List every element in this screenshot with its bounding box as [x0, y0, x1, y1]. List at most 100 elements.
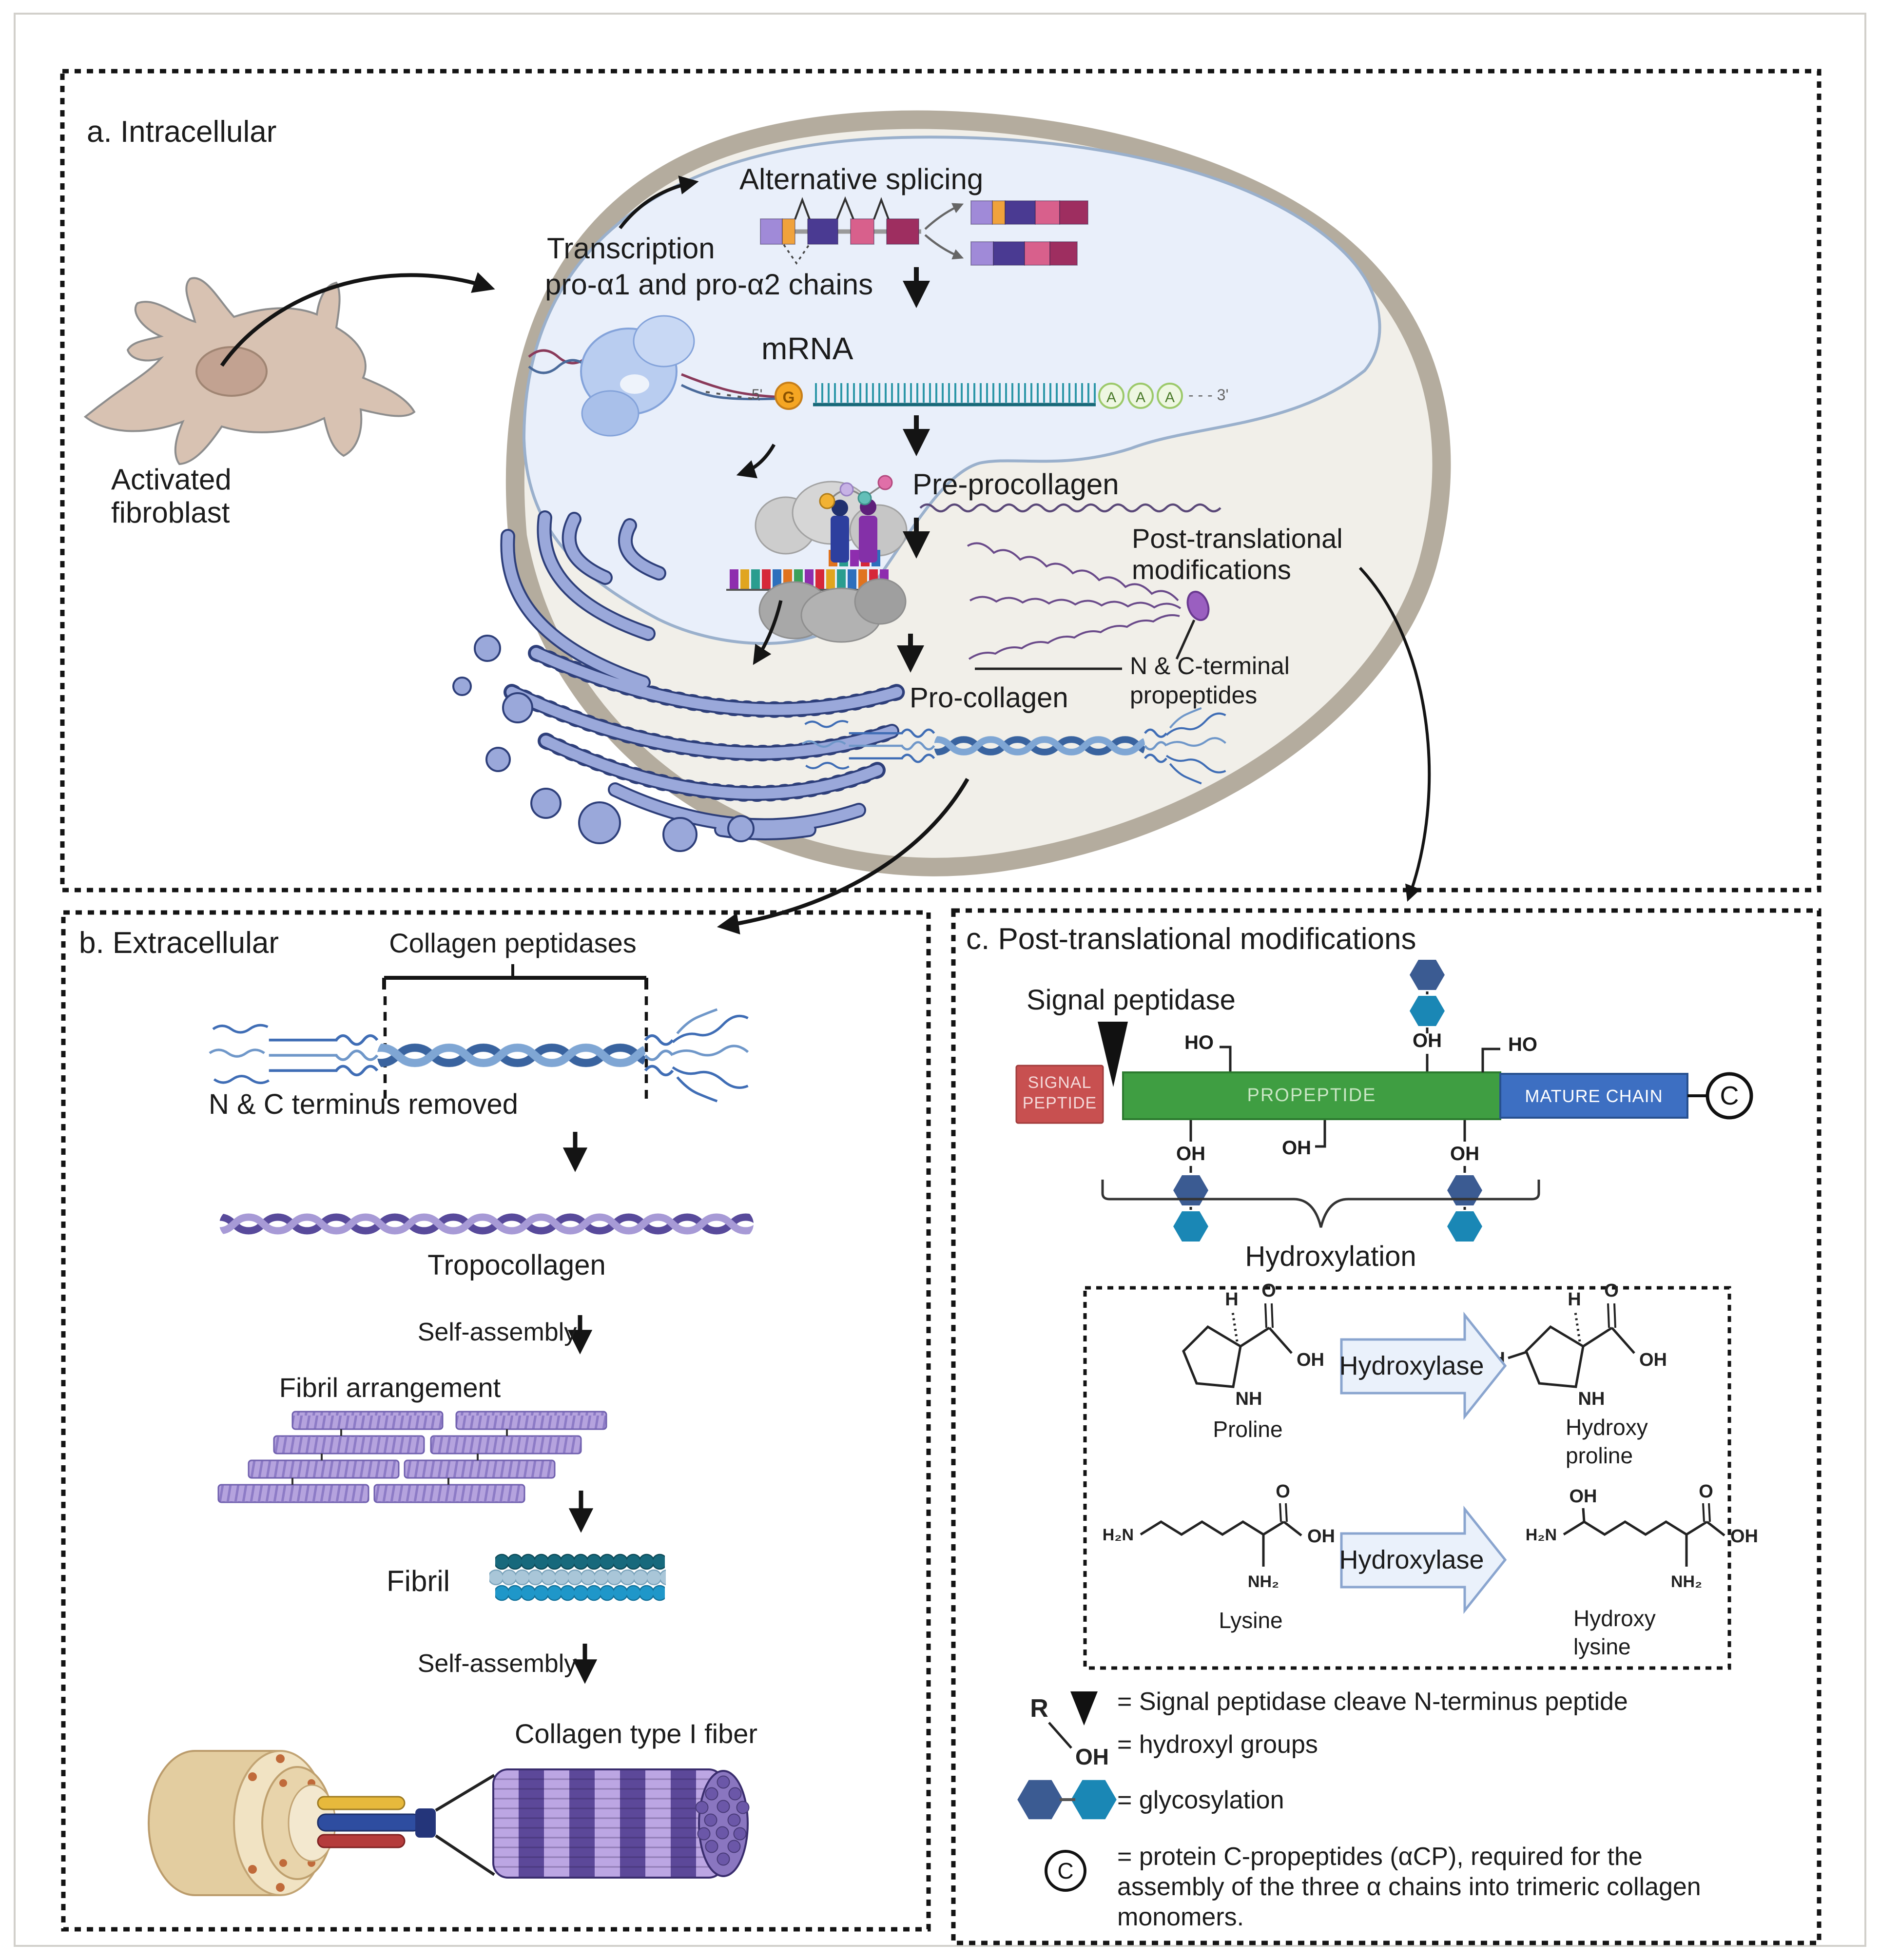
legend-c-letter: C [1057, 1858, 1073, 1883]
spliced-variant-2 [970, 241, 1078, 266]
atom-h2n: H₂N [1103, 1526, 1134, 1544]
spliced-variant-1 [970, 200, 1088, 225]
trna-blue [831, 516, 849, 563]
signal-peptide-text-line1: SIGNAL [1027, 1073, 1092, 1092]
mrna-graphic [775, 382, 1183, 410]
five-prime-cap [775, 382, 803, 410]
poly-a-letter-2: A [1136, 389, 1145, 406]
atom-nh2: NH₂ [1248, 1572, 1279, 1591]
nc-propeptides-label-line1: N & C-terminal [1130, 652, 1290, 679]
collagen-fiber-illustration [148, 1750, 750, 1896]
fibril-arrangement-bars [217, 1411, 607, 1503]
fiber-rod-yellow [317, 1796, 406, 1810]
mature-chain-text: MATURE CHAIN [1525, 1086, 1663, 1106]
propeptide-squiggles [967, 542, 1210, 670]
legend-glycosylation-line: = glycosylation [1117, 1786, 1284, 1814]
propeptide-box [1122, 1071, 1501, 1120]
panel-b-arrows [562, 1132, 598, 1684]
oh-label-top: OH [1413, 1030, 1442, 1051]
signal-peptidase-label: Signal peptidase [1027, 984, 1236, 1016]
collagen-peptidases-bracket [382, 964, 648, 1099]
oh-label-bottom-right: OH [1450, 1143, 1479, 1164]
poly-a-2 [1127, 383, 1154, 409]
c-propeptide-letter: C [1720, 1081, 1739, 1110]
transcription-label-line2: pro-α1 and pro-α2 chains [545, 268, 873, 301]
panel-a-title: a. Intracellular [87, 115, 277, 149]
cap-g-letter: G [783, 388, 795, 406]
oh-label-bottom-left: OH [1176, 1143, 1205, 1164]
fibril-rod [489, 1553, 666, 1602]
propeptide-text: PROPEPTIDE [1247, 1085, 1376, 1106]
panel-b-title: b. Extracellular [79, 926, 279, 960]
hydroxyproline-structure [1526, 1281, 1667, 1409]
legend-signal-peptidase-line: = Signal peptidase cleave N-terminus pep… [1117, 1688, 1628, 1716]
fiber-rod-red [317, 1834, 406, 1848]
hydroxy-proline-label-line2: proline [1566, 1443, 1633, 1468]
legend-oh: OH [1075, 1744, 1109, 1769]
collagen-peptidases-label: Collagen peptidases [389, 928, 637, 958]
pre-procollagen-label: Pre-procollagen [912, 468, 1119, 501]
mrna-label: mRNA [761, 331, 853, 366]
legend-c-circle [1045, 1850, 1086, 1892]
atom-o: O [1261, 1281, 1276, 1301]
panel-a-arrows [220, 175, 1431, 934]
poly-a-3 [1157, 383, 1183, 409]
signal-peptidase-marker [1098, 1022, 1128, 1087]
legend-hex-teal [1071, 1780, 1117, 1820]
hydroxylation-label: Hydroxylation [1245, 1241, 1416, 1272]
tropocollagen-label: Tropocollagen [427, 1249, 606, 1281]
propeptide-blob [1186, 590, 1210, 621]
self-assembly-label-2: Self-assembly [417, 1650, 577, 1678]
propeptide-bar [1015, 960, 1753, 1242]
nc-terminus-removed-label: N & C terminus removed [209, 1088, 518, 1120]
atom-oh: OH [1307, 1526, 1335, 1547]
alternative-splicing-diagram [760, 196, 1088, 266]
self-assembly-label-1: Self-assembly [417, 1318, 577, 1346]
rna-polymerase [528, 315, 775, 437]
signal-peptide-text-line2: PEPTIDE [1022, 1094, 1097, 1112]
legend-hydroxyl-line: = hydroxyl groups [1117, 1730, 1318, 1759]
hydroxylase-arrow-1 [1340, 1311, 1507, 1420]
legend-cpropeptide-line1: = protein C-propeptides (αCP), required … [1117, 1843, 1643, 1871]
ptm-label-line1: Post-translational [1132, 523, 1343, 554]
panel-a-border [60, 69, 1822, 893]
ho-label-right: HO [1508, 1034, 1537, 1055]
atom-h: H [1225, 1289, 1238, 1310]
transcription-label-line1: Transcription [547, 232, 715, 265]
hydroxy-lysine-label-line2: lysine [1573, 1634, 1631, 1659]
ptm-label-line2: modifications [1132, 554, 1291, 585]
fibril-arrangement-label: Fibril arrangement [279, 1372, 501, 1403]
lysine-label: Lysine [1219, 1608, 1283, 1633]
pre-procollagen-strand [919, 503, 1221, 513]
legend-peptidase-triangle [1070, 1691, 1098, 1726]
vesicles [452, 635, 755, 852]
fibril-label: Fibril [387, 1565, 450, 1597]
legend-cpropeptide-line3: monomers. [1117, 1903, 1244, 1931]
hydroxylase-label-2: Hydroxylase [1339, 1545, 1484, 1574]
figure-frame [14, 13, 1866, 1947]
nc-propeptides-label-line2: propeptides [1130, 681, 1258, 709]
panel-b-border [61, 910, 931, 1932]
fiber-rod-blue [317, 1813, 422, 1832]
hydroxylation-brace [1101, 1180, 1540, 1228]
poly-a-letter-1: A [1106, 389, 1116, 406]
nascent-peptide-chain [819, 475, 893, 509]
fibroblast [83, 277, 416, 466]
c-propeptide-circle [1706, 1072, 1753, 1120]
oh-label-bottom-center: OH [1282, 1137, 1311, 1159]
fiber-end-fibrils [695, 1775, 750, 1866]
signal-peptide-box [1015, 1065, 1104, 1124]
hydroxy-proline-label-line1: Hydroxy [1566, 1415, 1648, 1440]
ho-label-left: HO [1184, 1032, 1214, 1053]
five-prime-label: 5' [752, 387, 763, 403]
lysine-structure: H₂N O OH NH₂ [1103, 1481, 1335, 1591]
proline-label: Proline [1213, 1417, 1283, 1442]
atom-oh-top: OH [1570, 1486, 1597, 1507]
poly-a-1 [1098, 383, 1124, 409]
legend-r: R [1030, 1694, 1048, 1723]
fibroblast-label-line2: fibroblast [111, 496, 230, 529]
poly-a-letter-3: A [1165, 389, 1175, 406]
hydroxylation-box-border [1083, 1286, 1731, 1670]
proline-structure: H O OH NH [1182, 1281, 1324, 1409]
